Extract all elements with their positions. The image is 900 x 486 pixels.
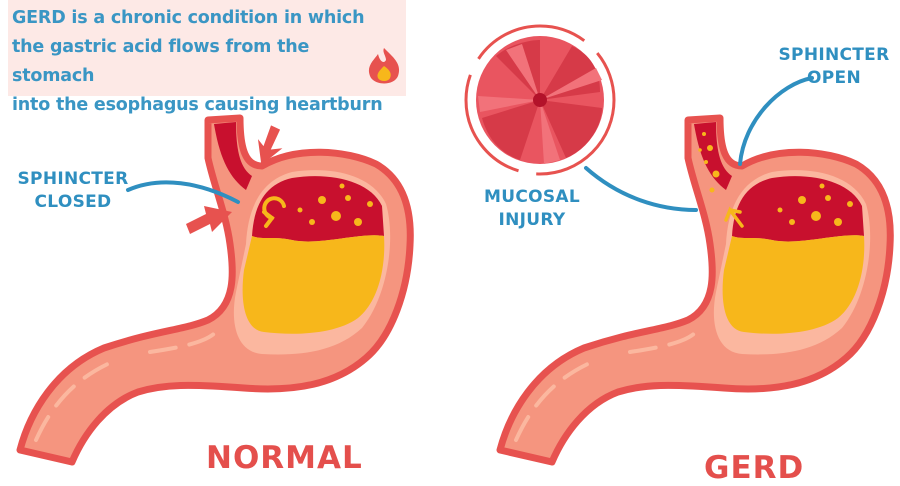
caption-line-2: the gastric acid flows from the stomach: [12, 33, 384, 91]
caption-line-3: into the esophagus causing heartburn: [12, 91, 384, 120]
mucosal-injury-label: MUCOSAL INJURY: [462, 186, 602, 232]
caption-text: GERD is a chronic condition in which the…: [12, 4, 384, 120]
caption-line-1: GERD is a chronic condition in which: [12, 4, 384, 33]
mucosal-injury-line-2: INJURY: [462, 209, 602, 232]
mucosal-injury-line-1: MUCOSAL: [462, 186, 602, 209]
gerd-stomach: [500, 118, 890, 462]
sphincter-closed-line-1: SPHINCTER: [8, 168, 138, 191]
sphincter-closed-label: SPHINCTER CLOSED: [8, 168, 138, 214]
mucosal-injury-circle: [466, 26, 614, 174]
sphincter-closed-line-2: CLOSED: [8, 191, 138, 214]
sphincter-open-line-1: SPHINCTER: [770, 44, 898, 67]
normal-title: NORMAL: [206, 440, 363, 476]
sphincter-open-line-2: OPEN: [770, 67, 898, 90]
injury-pointer-line: [586, 168, 696, 210]
sphincter-open-label: SPHINCTER OPEN: [770, 44, 898, 90]
gerd-title: GERD: [704, 450, 804, 486]
